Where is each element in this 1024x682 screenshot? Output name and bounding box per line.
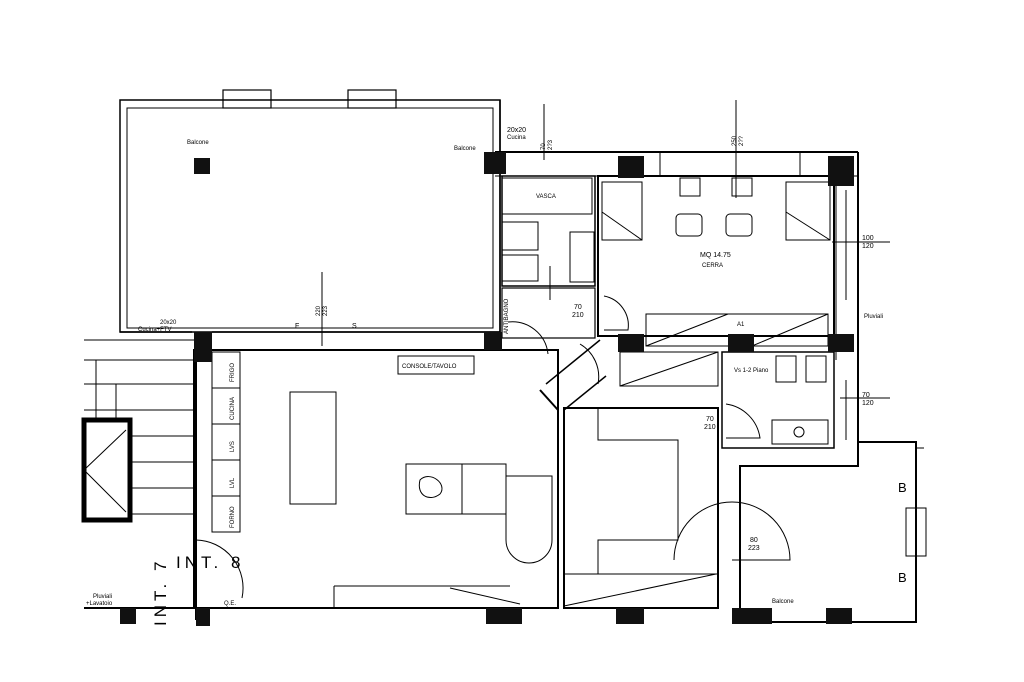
small-a1-label: A1 [737, 322, 745, 328]
pillar [484, 332, 502, 350]
pillar [728, 334, 754, 352]
window-top-label: 250 [732, 135, 738, 146]
duct-top-label: 20x20 [507, 127, 526, 134]
pillar [618, 156, 644, 178]
vasca-label: VASCA [536, 194, 556, 200]
b-upper-label: B [898, 480, 907, 495]
door-mid-label: 70 [706, 416, 714, 423]
console-label: CONSOLE/TAVOLO [402, 364, 457, 370]
kitchen-item-label: CUCINA [230, 397, 236, 420]
room-area-label: MQ 14.75 [700, 252, 731, 259]
door-bath-label: 70 [574, 304, 582, 311]
kitchen-item-label: LVL [230, 477, 236, 488]
balcony-top-right-label: Balcone [454, 146, 476, 152]
pillar [120, 608, 136, 624]
pillar [194, 158, 210, 174]
bathtub [501, 177, 593, 215]
door-bath-sub-label: 210 [572, 312, 584, 319]
console-table [397, 355, 475, 375]
window-top-sub-label: 2?? [739, 135, 745, 146]
pillar [826, 608, 852, 624]
door-right-sub-label: 120 [862, 400, 874, 407]
pillar [616, 608, 644, 624]
antibagno-label: ANTIBAGNO [504, 298, 510, 334]
pluviali-right-label: Pluviali [864, 314, 883, 320]
pluviali-left-sub-label: +Lavatoio [86, 601, 113, 607]
window-mid-sub-label: 223 [323, 305, 329, 316]
stair-note-label: Vs 1-2 Piano [734, 368, 769, 374]
pillar [194, 332, 212, 362]
sofa [405, 463, 507, 515]
pillar [828, 156, 854, 186]
balcony-bottom-label: Balcone [772, 599, 794, 605]
balcony-top-left-label: Balcone [187, 140, 209, 146]
door-bottom-label: 80 [750, 537, 758, 544]
window-mid-label: 220 [316, 305, 322, 316]
pillar [486, 608, 522, 624]
door-s-label: S [352, 323, 357, 330]
door-bottom-sub-label: 223 [748, 545, 760, 552]
bathroom-2 [721, 351, 835, 449]
kitchen-item-label: LVS [230, 441, 236, 452]
qe-label: Q.E. [224, 601, 236, 607]
kitchen-item-label: FORNO [230, 506, 236, 528]
door-right-label: 70 [862, 392, 870, 399]
kitchen-unit [211, 351, 241, 533]
door-mid-sub-label: 210 [704, 424, 716, 431]
pillar [732, 608, 772, 624]
pillar [484, 152, 506, 174]
door-top-label: 70 [541, 143, 547, 150]
kitchen-island [289, 391, 337, 505]
living-room [193, 349, 559, 609]
window-top-a [222, 89, 272, 109]
bathroom [501, 175, 596, 287]
door-top-sub-label: 2?3 [548, 139, 554, 150]
pillar [618, 334, 644, 352]
room-sub-label: CERRA [702, 263, 723, 269]
pluviali-left-label: Pluviali [93, 594, 112, 600]
bedroom [597, 175, 835, 337]
b-lower-label: B [898, 570, 907, 585]
room-bottom-right [739, 441, 917, 623]
pillar [828, 334, 854, 352]
balcony-top-left [119, 99, 501, 333]
window-right [905, 507, 927, 557]
window-top-b [347, 89, 397, 109]
int-label: INT. 8 [176, 553, 244, 572]
duct-left-sub-label: Cucina+FTV [138, 327, 172, 333]
bed-right [785, 181, 831, 241]
bed-left [601, 181, 643, 241]
duct-left-label: 20x20 [160, 320, 177, 326]
pillar [196, 608, 210, 626]
duct-top-sub-label: Cucina [507, 135, 526, 141]
stair-core [81, 417, 133, 523]
int7-label: INT. 7 [151, 558, 170, 626]
kitchen-item-label: FRIGO [230, 363, 236, 382]
door-f-label: F [295, 323, 299, 330]
window-right-label: 100 [862, 235, 874, 242]
window-right-sub-label: 120 [862, 243, 874, 250]
